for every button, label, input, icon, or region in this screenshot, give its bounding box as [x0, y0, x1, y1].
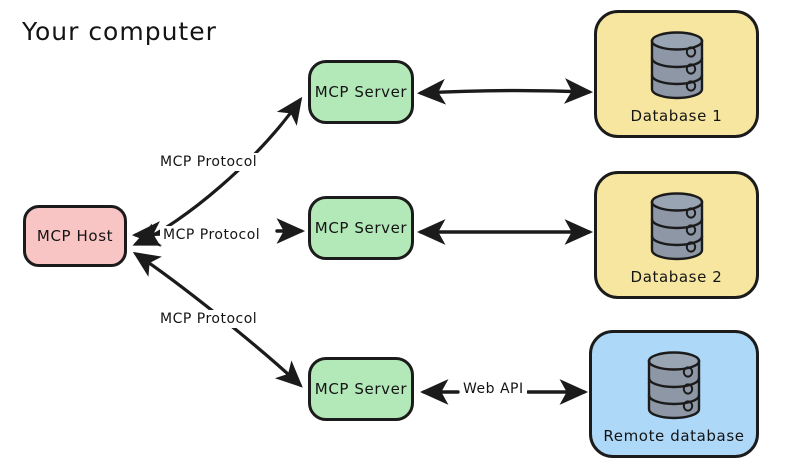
database-cylinder-icon: [650, 31, 703, 100]
database-cylinder-icon: [650, 192, 703, 261]
edge-host-server-1: [132, 96, 303, 246]
node-mcp-server-2-label: MCP Server: [314, 218, 408, 237]
edge-label-web-api: Web API: [460, 380, 527, 398]
node-database-1[interactable]: Database 1: [594, 10, 759, 138]
page-title: Your computer: [22, 17, 217, 46]
node-mcp-server-1[interactable]: MCP Server: [308, 60, 414, 124]
node-database-1-label: Database 1: [630, 107, 723, 125]
node-database-2-label: Database 2: [630, 268, 723, 286]
node-mcp-server-3-label: MCP Server: [314, 379, 408, 398]
node-mcp-server-3[interactable]: MCP Server: [308, 357, 414, 421]
edge-label-mcp-protocol-1: MCP Protocol: [157, 153, 261, 171]
edge-label-mcp-protocol-2: MCP Protocol: [160, 226, 264, 244]
edge-label-mcp-protocol-3: MCP Protocol: [157, 310, 261, 328]
node-mcp-server-2[interactable]: MCP Server: [308, 196, 414, 260]
database-cylinder-icon: [647, 351, 701, 420]
node-database-2[interactable]: Database 2: [594, 171, 759, 299]
node-mcp-host-label: MCP Host: [36, 226, 114, 245]
edge-server1-database1: [416, 78, 594, 105]
node-remote-database-label: Remote database: [603, 427, 745, 445]
node-remote-database[interactable]: Remote database: [589, 330, 759, 458]
node-mcp-host[interactable]: MCP Host: [23, 205, 127, 267]
node-mcp-server-1-label: MCP Server: [314, 82, 408, 101]
